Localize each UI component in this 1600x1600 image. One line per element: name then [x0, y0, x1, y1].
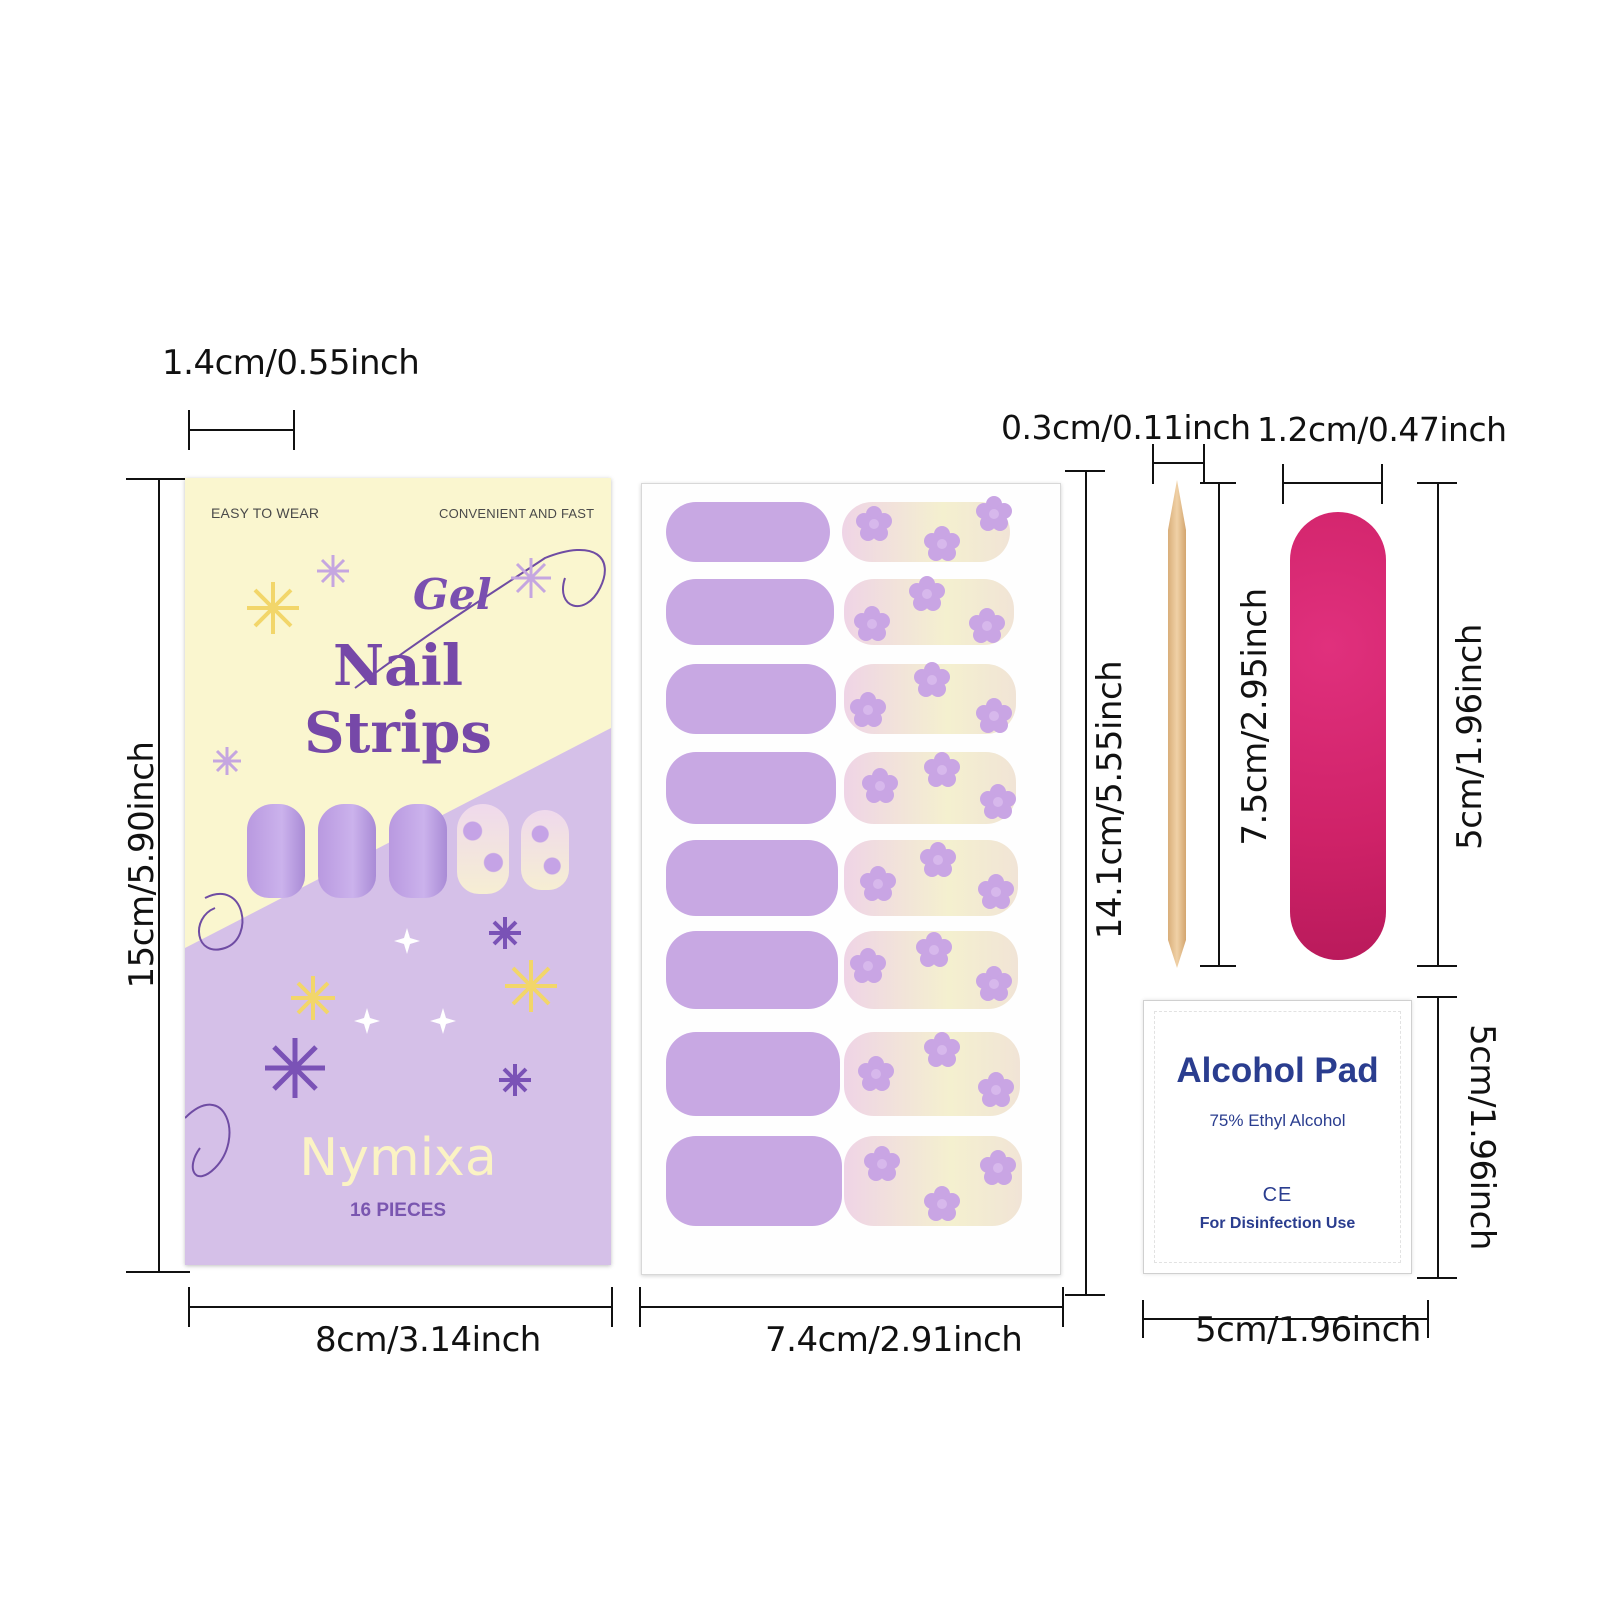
- pad-subtitle: 75% Ethyl Alcohol: [1209, 1111, 1346, 1130]
- solid-nail-strip: [666, 752, 836, 824]
- package-title-line1: Nail: [332, 633, 464, 699]
- package-nail-illustration: [247, 804, 305, 898]
- solid-nail-strip: [666, 579, 834, 645]
- stick-width-tick-left: [1152, 444, 1154, 484]
- package-height-label: 15cm/5.90inch: [122, 741, 162, 989]
- stick-height-line: [1218, 482, 1220, 966]
- pad-height-label: 5cm/1.96inch: [1462, 1024, 1502, 1250]
- stick-height-tick-top: [1200, 482, 1236, 484]
- pad-title: Alcohol Pad: [1176, 1051, 1379, 1090]
- alcohol-pad: Alcohol Pad 75% Ethyl Alcohol CE For Dis…: [1143, 1000, 1412, 1274]
- pad-width-tick-left: [1142, 1300, 1144, 1338]
- pad-width-label: 5cm/1.96inch: [1195, 1310, 1421, 1350]
- file-height-tick-top: [1417, 482, 1457, 484]
- sheet-height-label: 14.1cm/5.55inch: [1090, 660, 1130, 940]
- stick-height-label: 7.5cm/2.95inch: [1235, 588, 1275, 846]
- strip-width-line: [188, 429, 294, 431]
- pad-inner-border: [1154, 1011, 1401, 1263]
- solid-nail-strip: [666, 1136, 842, 1226]
- file-height-line: [1437, 482, 1439, 966]
- sheet-height-tick-top: [1065, 470, 1105, 472]
- solid-nail-strip: [666, 664, 836, 734]
- package-nail-illustration: [457, 804, 509, 894]
- file-width-tick-right: [1381, 464, 1383, 504]
- strip-width-tick-left: [188, 410, 190, 450]
- package-piece-count: 16 PIECES: [349, 1200, 447, 1221]
- pad-height-line: [1437, 996, 1439, 1278]
- package-width-label: 8cm/3.14inch: [315, 1320, 541, 1360]
- sheet-width-line: [639, 1306, 1063, 1308]
- pad-width-line: [1142, 1318, 1428, 1320]
- package-width-line: [188, 1306, 612, 1308]
- sheet-width-label: 7.4cm/2.91inch: [765, 1320, 1023, 1360]
- package-nail-illustration: [389, 804, 447, 898]
- package-width-tick-right: [611, 1287, 613, 1327]
- pad-usage: For Disinfection Use: [1199, 1215, 1356, 1232]
- package-width-tick-left: [188, 1287, 190, 1327]
- pad-height-tick-top: [1417, 996, 1457, 998]
- tag-convenient: CONVENIENT AND FAST: [439, 506, 595, 521]
- stick-width-label: 0.3cm/0.11inch: [1001, 408, 1251, 447]
- sheet-height-line: [1085, 470, 1087, 1295]
- nail-strip-sheet: [641, 483, 1061, 1275]
- file-height-label: 5cm/1.96inch: [1450, 624, 1490, 850]
- package-height-tick-bottom: [126, 1271, 190, 1273]
- package-nail-illustration: [318, 804, 376, 898]
- ce-mark: CE: [1262, 1184, 1293, 1206]
- strip-width-tick-right: [293, 410, 295, 450]
- file-height-tick-bottom: [1417, 965, 1457, 967]
- package-brand: Nymixa: [299, 1128, 497, 1188]
- strip-width-label: 1.4cm/0.55inch: [162, 343, 420, 383]
- sheet-width-tick-left: [639, 1287, 641, 1327]
- solid-nail-strip: [666, 502, 830, 562]
- floral-nail-strips: [842, 496, 1022, 1226]
- package-title-line2: Strips: [304, 700, 492, 766]
- package-nail-illustration: [521, 810, 569, 890]
- file-width-tick-left: [1282, 464, 1284, 504]
- package-height-tick-top: [126, 478, 190, 480]
- pad-height-tick-bottom: [1417, 1277, 1457, 1279]
- file-width-label: 1.2cm/0.47inch: [1257, 410, 1507, 449]
- stick-width-line: [1152, 462, 1204, 464]
- solid-nail-strip: [666, 1032, 840, 1116]
- tag-easy-to-wear: EASY TO WEAR: [211, 505, 320, 521]
- solid-nail-strip: [666, 840, 838, 916]
- stick-height-tick-bottom: [1200, 965, 1236, 967]
- nail-file: [1290, 512, 1386, 960]
- cuticle-stick: [1168, 480, 1186, 968]
- sheet-height-tick-bottom: [1065, 1294, 1105, 1296]
- product-package: EASY TO WEAR CONVENIENT AND FAST Gel Nai…: [185, 478, 611, 1265]
- package-height-line: [158, 478, 160, 1271]
- package-script-word: Gel: [413, 570, 492, 619]
- pad-width-tick-right: [1427, 1300, 1429, 1338]
- solid-nail-strip: [666, 931, 838, 1009]
- stick-width-tick-right: [1203, 444, 1205, 484]
- file-width-line: [1282, 482, 1382, 484]
- sheet-width-tick-right: [1062, 1287, 1064, 1327]
